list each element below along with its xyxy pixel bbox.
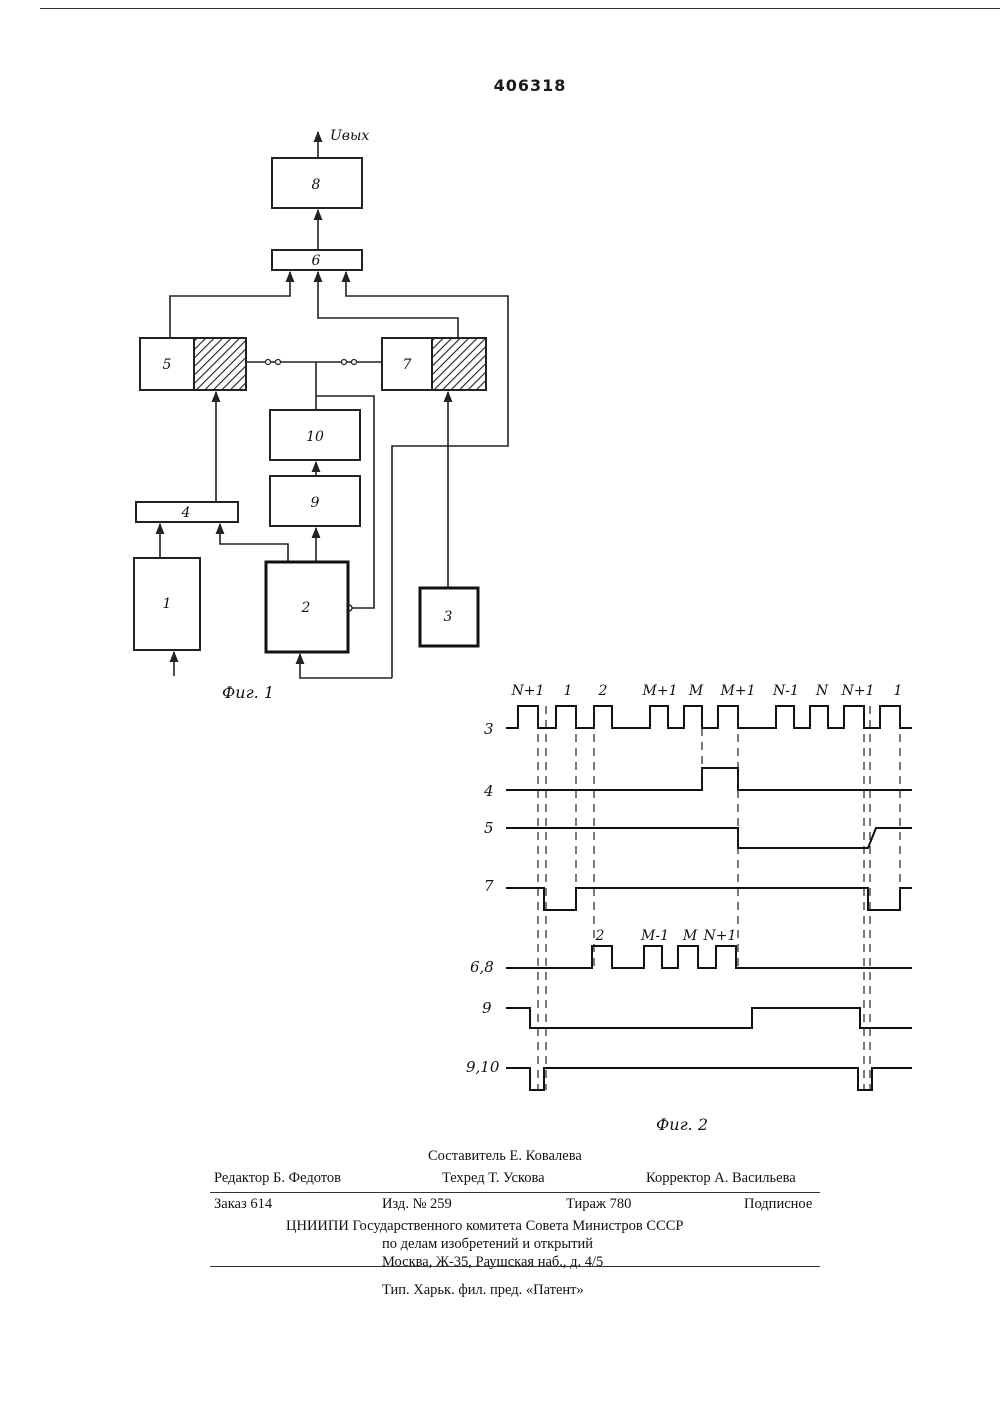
pulse-label: N+1 (511, 683, 545, 699)
waveform-6-8 (506, 946, 912, 968)
imprint-rule-top (210, 1192, 820, 1193)
row-label-9: 9 (482, 999, 492, 1017)
block-10-label: 10 (306, 429, 324, 445)
imprint-circulation: Тираж 780 (566, 1196, 631, 1213)
row68-label: M-1 (640, 928, 669, 944)
pulse-label: N (815, 683, 829, 699)
pulse-label: M+1 (720, 683, 756, 699)
block-1-label: 1 (163, 596, 172, 612)
figure-1-block-diagram: Uвых 8 6 5 7 10 9 (134, 128, 508, 702)
imprint-address: Москва, Ж-35, Раушская наб., д. 4/5 (382, 1254, 603, 1271)
row-label-6-8: 6,8 (470, 958, 494, 976)
waveform-3 (506, 706, 912, 728)
imprint-tech-editor: Техред Т. Ускова (442, 1170, 545, 1187)
imprint-corrector: Корректор А. Васильева (646, 1170, 796, 1187)
row-label-7: 7 (484, 877, 494, 895)
output-label: Uвых (330, 128, 369, 144)
block-3-label: 3 (444, 609, 453, 625)
waveform-9 (506, 1008, 912, 1028)
block-4-label: 4 (181, 505, 191, 521)
pulse-label: M+1 (642, 683, 678, 699)
row68-label: M (682, 928, 698, 944)
imprint-org-line1: ЦНИИПИ Государственного комитета Совета … (286, 1218, 683, 1235)
imprint-order: Заказ 614 (214, 1196, 272, 1213)
block-8-label: 8 (312, 177, 321, 193)
imprint-rule-bottom (210, 1266, 820, 1267)
wire-2-to-4 (220, 524, 288, 562)
wire-feedback-to-2 (300, 654, 392, 678)
figure-2-caption: Фиг. 2 (656, 1115, 708, 1134)
figure-2-timing-diagram: N+1 1 2 M+1 M M+1 N-1 N N+1 1 3 4 5 7 6,… (466, 683, 912, 1134)
block-6-label: 6 (312, 253, 321, 269)
block-9-label: 9 (311, 495, 320, 511)
pulse-label: 2 (598, 683, 608, 699)
waveform-5 (506, 828, 912, 848)
row-label-5: 5 (484, 819, 494, 837)
dashed-timing-guides (538, 706, 900, 1090)
imprint-block: Составитель Е. Ковалева Редактор Б. Федо… (210, 1148, 830, 1304)
imprint-subscription: Подписное (744, 1196, 812, 1213)
block-5-label: 5 (163, 357, 172, 373)
imprint-editor: Редактор Б. Федотов (214, 1170, 341, 1187)
block-2-label: 2 (301, 600, 311, 616)
row68-label: 2 (595, 928, 605, 944)
imprint-compiler: Составитель Е. Ковалева (428, 1148, 582, 1165)
pulse-label: M (688, 683, 704, 699)
row-label-3: 3 (484, 720, 494, 738)
imprint-printer: Тип. Харьк. фил. пред. «Патент» (382, 1282, 584, 1299)
row-label-9-10: 9,10 (466, 1058, 500, 1076)
wire-5-to-6 (170, 272, 290, 338)
block-7-label: 7 (403, 357, 412, 373)
pulse-label: N+1 (841, 683, 875, 699)
imprint-org-line2: по делам изобретений и открытий (382, 1236, 593, 1253)
figure-1-caption: Фиг. 1 (222, 683, 274, 702)
row68-label: N+1 (703, 928, 737, 944)
pulse-label: N-1 (772, 683, 799, 699)
imprint-issue: Изд. № 259 (382, 1196, 452, 1213)
block-7-hatched-part (432, 338, 486, 390)
waveform-4 (506, 768, 912, 790)
pulse-label: 1 (564, 683, 573, 699)
wire-7-to-6 (318, 272, 458, 338)
waveform-7 (506, 888, 912, 910)
waveform-9-10 (506, 1068, 912, 1090)
pulse-labels: N+1 1 2 M+1 M M+1 N-1 N N+1 1 (511, 683, 903, 699)
block-5-hatched-part (194, 338, 246, 390)
row-label-4: 4 (483, 782, 494, 800)
pulse-label: 1 (894, 683, 903, 699)
